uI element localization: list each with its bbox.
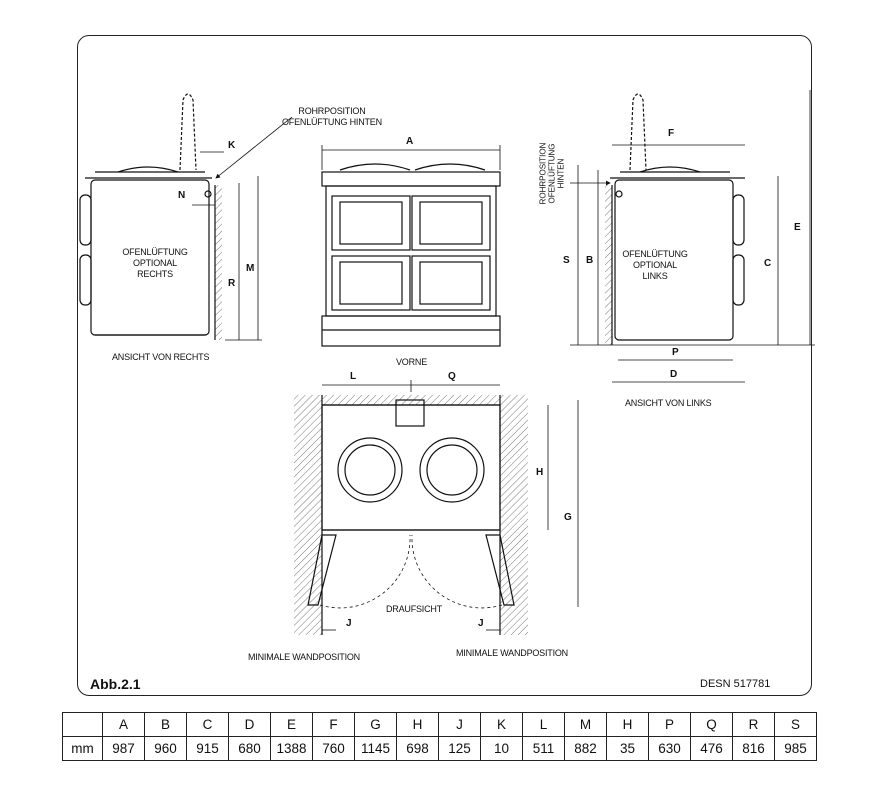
table-cell: 1388 [270, 736, 313, 761]
front-view [321, 145, 501, 347]
dim-d-label: D [670, 369, 678, 380]
table-cell: 476 [690, 736, 733, 761]
top-view [294, 380, 579, 635]
table-header-cell: K [480, 712, 523, 737]
dim-j-left-label: J [346, 618, 352, 629]
dim-n-label: N [178, 190, 186, 201]
dim-a-label: A [406, 136, 414, 147]
dim-m-label: M [246, 263, 255, 274]
table-cell: 125 [438, 736, 481, 761]
table-cell: 760 [312, 736, 355, 761]
right-side-view [79, 93, 293, 341]
dim-g-label: G [564, 512, 572, 523]
dim-f-label: F [668, 128, 675, 139]
table-header-cell: G [354, 712, 397, 737]
table-cell: 35 [606, 736, 649, 761]
table-header-cell: Q [690, 712, 733, 737]
table-cell: 630 [648, 736, 691, 761]
left-vent-note: OFENLÜFTUNG OPTIONAL LINKS [622, 249, 688, 281]
table-cell: 1145 [354, 736, 397, 761]
table-cell: 985 [774, 736, 817, 761]
dim-e-label: E [794, 222, 801, 233]
table-cell: 511 [522, 736, 565, 761]
dim-h-label: H [536, 467, 544, 478]
left-rear-pipe-label: ROHRPOSITION OFENLÜFTUNG HINTEN [538, 142, 566, 205]
dim-l-label: L [350, 371, 357, 382]
table-cell: 698 [396, 736, 439, 761]
front-view-title: VORNE [396, 357, 428, 367]
right-vent-note: OFENLÜFTUNG OPTIONAL RECHTS [122, 247, 188, 279]
table-cell: 680 [228, 736, 271, 761]
dim-r-label: R [228, 278, 236, 289]
table-cell: 915 [186, 736, 229, 761]
table-header-cell: D [228, 712, 271, 737]
table-header-cell: H [396, 712, 439, 737]
right-view-title: ANSICHT VON RECHTS [112, 352, 210, 362]
table-cell: 882 [564, 736, 607, 761]
dim-j-right-label: J [478, 618, 484, 629]
dim-s-label: S [563, 255, 570, 266]
wall-position-left: MINIMALE WANDPOSITION [248, 652, 360, 662]
table-header-cell: M [564, 712, 607, 737]
table-header-cell: F [312, 712, 355, 737]
drawing-frame [77, 35, 812, 696]
dim-c-label: C [764, 258, 772, 269]
figure-label: Abb.2.1 [90, 676, 141, 692]
dim-b-label: B [586, 255, 594, 266]
table-header-cell: A [102, 712, 145, 737]
table-cell: 10 [480, 736, 523, 761]
table-cell: 987 [102, 736, 145, 761]
dim-p-label: P [672, 347, 679, 358]
wall-position-right: MINIMALE WANDPOSITION [456, 648, 568, 658]
table-cell: 816 [732, 736, 775, 761]
table-header-cell: S [774, 712, 817, 737]
top-view-title: DRAUFSICHT [386, 604, 442, 614]
table-header-cell: C [186, 712, 229, 737]
unit-cell: mm [62, 736, 103, 761]
dim-q-label: Q [448, 371, 456, 382]
design-number: DESN 517781 [700, 678, 771, 690]
table-header-cell: H [606, 712, 649, 737]
table-header-cell: J [438, 712, 481, 737]
dim-k-label: K [228, 140, 236, 151]
left-view-title: ANSICHT VON LINKS [625, 398, 712, 408]
table-header-cell: P [648, 712, 691, 737]
table-header-cell: L [522, 712, 565, 737]
table-header-cell: B [144, 712, 187, 737]
left-side-view [570, 90, 815, 383]
table-header-cell: R [732, 712, 775, 737]
right-rear-pipe-label: ROHRPOSITION OFENLÜFTUNG HINTEN [282, 106, 382, 127]
table-header-cell [62, 712, 103, 737]
table-cell: 960 [144, 736, 187, 761]
table-header-cell: E [270, 712, 313, 737]
